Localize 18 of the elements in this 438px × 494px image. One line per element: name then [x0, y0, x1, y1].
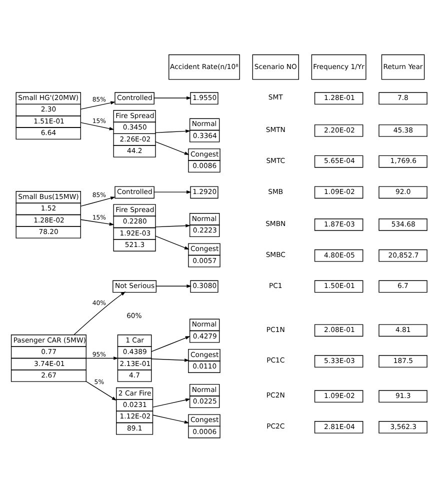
arrow [150, 336, 190, 352]
arrow [152, 398, 190, 408]
arrow [154, 224, 190, 228]
arrow [86, 356, 118, 360]
arrow [154, 236, 190, 250]
arrow [154, 190, 192, 194]
arrow [152, 414, 190, 424]
arrow [154, 129, 190, 134]
arrow [80, 219, 114, 226]
arrow [80, 101, 116, 110]
arrow [86, 380, 117, 401]
arrow [80, 122, 114, 130]
arrow [80, 196, 116, 207]
arrow [154, 141, 190, 155]
arrow [74, 292, 126, 336]
arrow [154, 96, 192, 100]
arrow [150, 358, 190, 362]
arrow [156, 284, 192, 288]
